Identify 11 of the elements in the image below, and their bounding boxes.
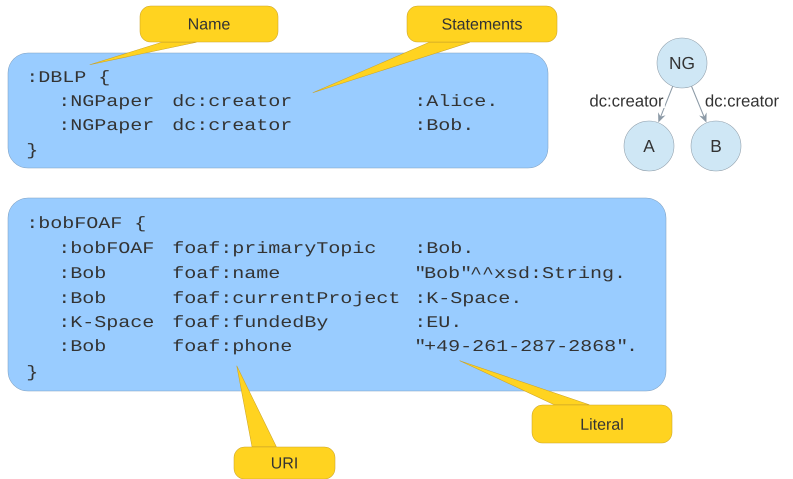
callout-pointer — [89, 42, 197, 65]
code-box: :DBLP { :NGPaper dc:creator :Alice. :NGPaper dc:creator :Bob. } — [8, 52, 548, 168]
callout-pointer — [312, 42, 470, 93]
callout-box: URI — [234, 446, 336, 479]
edge-label: dc:creator — [704, 93, 780, 108]
callout-pointer — [459, 360, 590, 405]
callout-box: Literal — [532, 404, 672, 444]
callout-box: Statements — [406, 6, 558, 42]
callout-pointer — [236, 365, 277, 447]
edge-label: dc:creator — [588, 93, 665, 108]
code-box: :bobFOAF { :bobFOAF foaf:primaryTopic :Bob. :Bob foaf:name "Bob"^^xsd:String. :Bob foaf:currentProject :K-Space. :K-Space foaf:fundedBy :EU. :Bob foaf:phone "+49-261-287-2868". } — [8, 198, 666, 392]
